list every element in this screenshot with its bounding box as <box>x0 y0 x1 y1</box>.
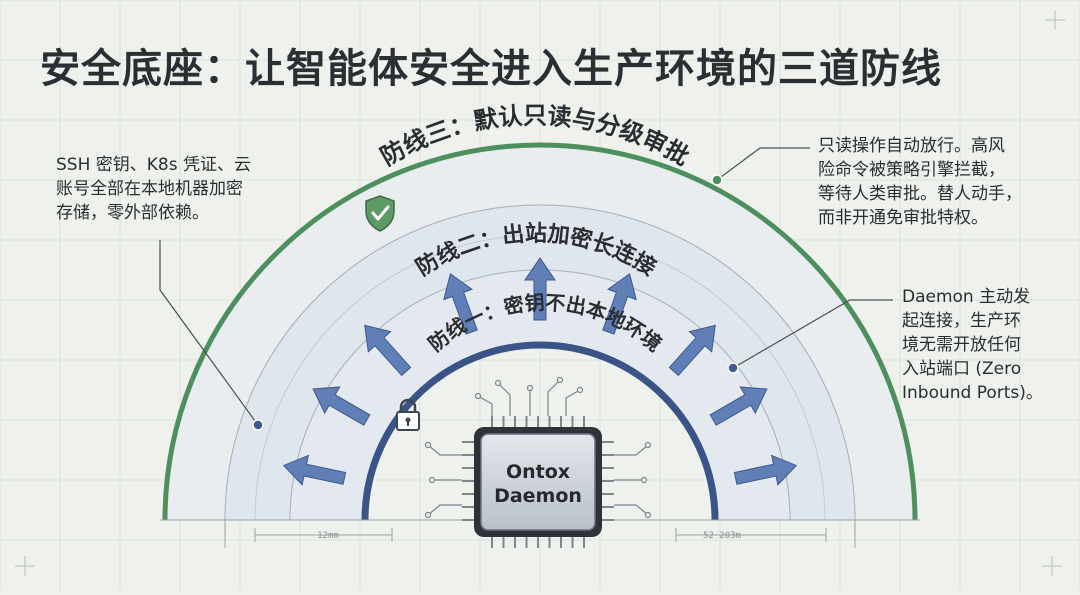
note-line: Daemon 主动发 <box>902 287 1031 307</box>
note-line: 起连接，生产环 <box>902 311 1021 331</box>
shield-check-icon <box>365 195 395 232</box>
note-line: 而非开通免审批特权。 <box>818 208 988 228</box>
note-line: 等待人类审批。替人动手， <box>818 184 1022 204</box>
note-line: 境无需开放任何 <box>902 335 1021 355</box>
callout-dots <box>252 174 739 431</box>
inner-guard-arc <box>361 341 719 521</box>
note-outbound: Daemon 主动发 起连接，生产环 境无需开放任何 入站端口 (Zero In… <box>902 285 1072 405</box>
outer-guard-arc <box>162 142 918 521</box>
outbound-arrow <box>282 454 347 486</box>
chip-icon: Ontox Daemon <box>462 416 614 548</box>
chip-label-line1: Ontox <box>506 461 570 483</box>
corner-marks <box>15 10 1065 576</box>
outbound-arrow <box>733 454 798 486</box>
padlock-icon <box>396 398 420 431</box>
dimension-right-label: 52 203m <box>703 531 741 541</box>
outbound-arrow <box>443 272 478 335</box>
outbound-arrow <box>668 324 716 377</box>
outbound-arrow <box>709 386 768 426</box>
callout-leaders <box>159 147 893 426</box>
outbound-arrow <box>364 324 412 377</box>
note-line: 只读操作自动放行。高风 <box>818 136 1005 156</box>
dimension-left <box>224 520 393 548</box>
note-approval: 只读操作自动放行。高风 险命令被策略引擎拦截， 等待人类审批。替人动手， 而非开… <box>818 134 1068 230</box>
circuit-traces <box>424 376 652 519</box>
note-line: 账号全部在本地机器加密 <box>56 179 243 199</box>
note-line: 入站端口 (Zero <box>902 359 1022 379</box>
note-local-keys: SSH 密钥、K8s 凭证、云 账号全部在本地机器加密 存储，零外部依赖。 <box>56 153 286 225</box>
dimension-left-label: 12mm <box>317 531 339 541</box>
chip-label-line2: Daemon <box>494 485 582 507</box>
outbound-arrow <box>602 272 637 335</box>
outbound-arrow <box>312 386 371 426</box>
note-line: Inbound Ports)。 <box>902 383 1043 403</box>
layer2-guide <box>254 234 826 521</box>
note-line: 险命令被策略引擎拦截， <box>818 160 1005 180</box>
outbound-arrow <box>524 257 556 321</box>
note-line: 存储，零外部依赖。 <box>56 203 209 223</box>
outbound-arrows <box>282 257 798 486</box>
page-title: 安全底座：让智能体安全进入生产环境的三道防线 <box>40 46 942 92</box>
note-line: SSH 密钥、K8s 凭证、云 <box>56 155 251 175</box>
dimension-right <box>675 520 856 548</box>
